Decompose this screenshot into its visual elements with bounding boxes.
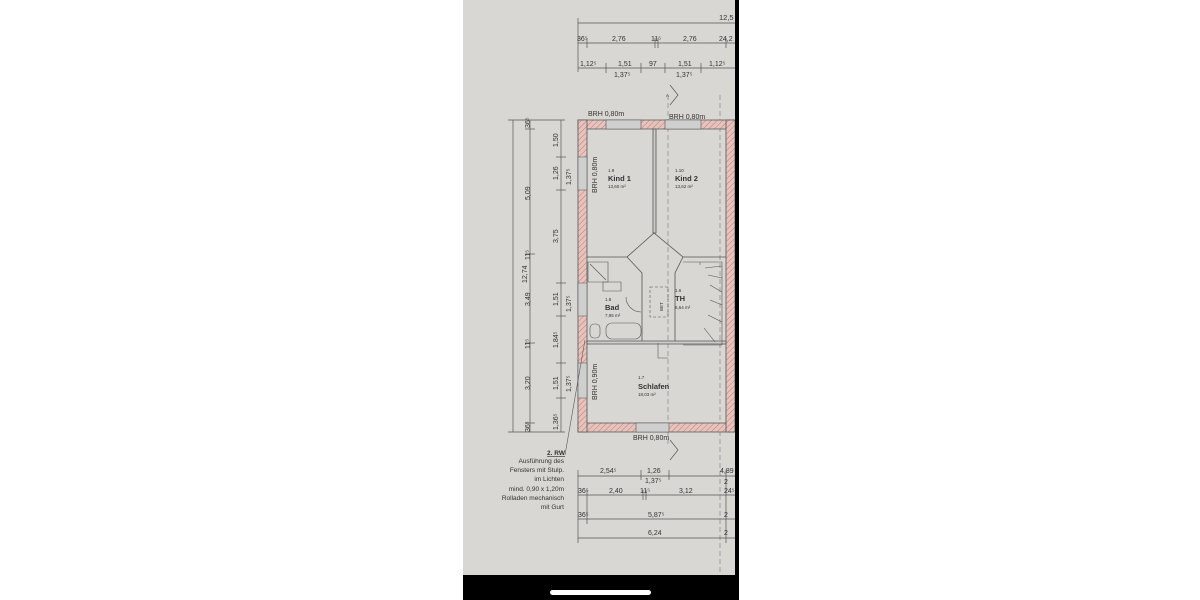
note-leader: [565, 340, 585, 455]
note-line: im Lichten: [534, 476, 564, 483]
dim-left-inner: 1,84⁵: [553, 331, 560, 348]
dim-left: 11⁵: [525, 339, 532, 349]
dim-left-inner: 1,37⁵: [566, 295, 573, 312]
dim-bottom: 2,54⁵: [600, 468, 617, 475]
phone-viewer: 12,5 36⁵ 2,76 11⁵ 2,76 24,2 1,12⁵ 1,51 9…: [463, 0, 739, 600]
floor-plan-photo: 12,5 36⁵ 2,76 11⁵ 2,76 24,2 1,12⁵ 1,51 9…: [463, 0, 735, 575]
room-name-kind2: Kind 2: [675, 174, 698, 183]
window-label: BRH 0,80m: [592, 157, 599, 193]
dim-top: 1,51: [618, 61, 632, 68]
dim-top: 1,51: [678, 61, 692, 68]
dim-top: 24,2: [719, 36, 733, 43]
dim-bottom-sub: 1,37⁵: [645, 478, 662, 485]
room-name-bad: Bad: [605, 303, 620, 312]
top-dimensions: [578, 18, 735, 73]
dim-bottom: 3,12: [679, 488, 693, 495]
left-dimensions: [508, 120, 566, 432]
note-line: mit Gurt: [541, 504, 564, 511]
dim-top-sub: 1,37⁵: [676, 72, 693, 79]
section-marker-label: A: [666, 93, 669, 98]
fixtures: [588, 262, 722, 358]
bathtub: [606, 323, 641, 339]
dim-top: 36⁵: [577, 36, 588, 43]
dim-left-inner: 1,36⁵: [553, 413, 560, 430]
room-number: 1.9: [608, 168, 615, 173]
bet-label: BET: [659, 302, 664, 311]
room-number: 1.7: [638, 375, 645, 380]
dim-left: 3,49: [525, 292, 532, 306]
room-number: 1.8: [605, 297, 612, 302]
dim-top: 1,12⁵: [580, 61, 597, 68]
room-name-schlafen: Schlafen: [638, 382, 670, 391]
room-area: 7,95 m²: [605, 313, 621, 318]
room-area: 13,62 m²: [675, 184, 693, 189]
room-number: 1.6: [675, 288, 682, 293]
dim-bottom: 6,24: [648, 530, 662, 537]
floor-plan-drawing: 12,5 36⁵ 2,76 11⁵ 2,76 24,2 1,12⁵ 1,51 9…: [502, 13, 735, 575]
dim-bottom: 24⁵: [724, 488, 735, 495]
dim-bottom: 5,87⁵: [648, 512, 665, 519]
dim-bottom: 11⁵: [640, 488, 650, 495]
home-indicator[interactable]: [550, 590, 651, 595]
dim-bottom-sub: 2: [724, 479, 728, 486]
note-line: Rolladen mechanisch: [502, 495, 565, 502]
bottom-dimensions: [578, 470, 735, 543]
dim-left-inner: 1,50: [553, 133, 560, 147]
windows: [578, 120, 701, 432]
dim-left-inner: 1,26: [553, 166, 560, 180]
dim-top: 2,76: [612, 36, 626, 43]
dim-top: 1,12⁵: [709, 61, 726, 68]
note-title: 2. RW: [547, 450, 566, 457]
room-name-th: TH: [675, 294, 685, 303]
section-marker: [670, 440, 678, 460]
dim-bottom: 4,89: [720, 468, 734, 475]
note-line: Ausführung des: [518, 458, 564, 465]
dim-overall-left: 12,74: [522, 265, 529, 283]
dim-left: 3,20: [525, 376, 532, 390]
dim-overall-top: 12,5: [719, 13, 734, 22]
shower: [588, 262, 608, 282]
dim-left: 11⁵: [525, 250, 532, 260]
window-label: BRH 0,80m: [588, 111, 624, 118]
dim-left-inner: 1,51: [553, 292, 560, 306]
dim-left: 5,09: [525, 186, 532, 200]
dim-bottom: 36⁵: [578, 488, 589, 495]
dim-bottom: 1,26: [647, 468, 661, 475]
dim-left-inner: 3,75: [553, 229, 560, 243]
dim-top: 97: [649, 61, 657, 68]
dim-left: 36⁵: [525, 421, 532, 432]
window-label: BRH 0,80m: [669, 114, 705, 121]
note-line: Fensters mit Stulp.: [510, 467, 564, 474]
sink: [603, 282, 621, 291]
window-label: BRH 0,80m: [633, 435, 669, 442]
dim-bottom: 2: [724, 512, 728, 519]
dim-top: 11⁵: [651, 36, 661, 43]
room-number: 1.10: [675, 168, 684, 173]
section-marker: [670, 85, 678, 105]
dim-bottom: 2,40: [609, 488, 623, 495]
dim-top-sub: 1,37⁵: [614, 72, 631, 79]
window-label: BRH 0,90m: [592, 364, 599, 400]
dim-left-inner: 1,37⁵: [566, 375, 573, 392]
dim-left: 36⁵: [525, 117, 532, 128]
dim-left-inner: 1,37⁵: [566, 168, 573, 185]
note-line: mind. 0,90 x 1,20m: [509, 486, 564, 493]
room-name-kind1: Kind 1: [608, 174, 631, 183]
toilet: [590, 324, 600, 338]
room-area: 18,03 m²: [638, 392, 656, 397]
room-area: 6,64 m²: [675, 305, 691, 310]
room-area: 13,60 m²: [608, 184, 626, 189]
dim-bottom: 36⁵: [578, 512, 589, 519]
dim-bottom: 2: [724, 530, 728, 537]
dim-left-inner: 1,51: [553, 376, 560, 390]
dim-top: 2,76: [683, 36, 697, 43]
